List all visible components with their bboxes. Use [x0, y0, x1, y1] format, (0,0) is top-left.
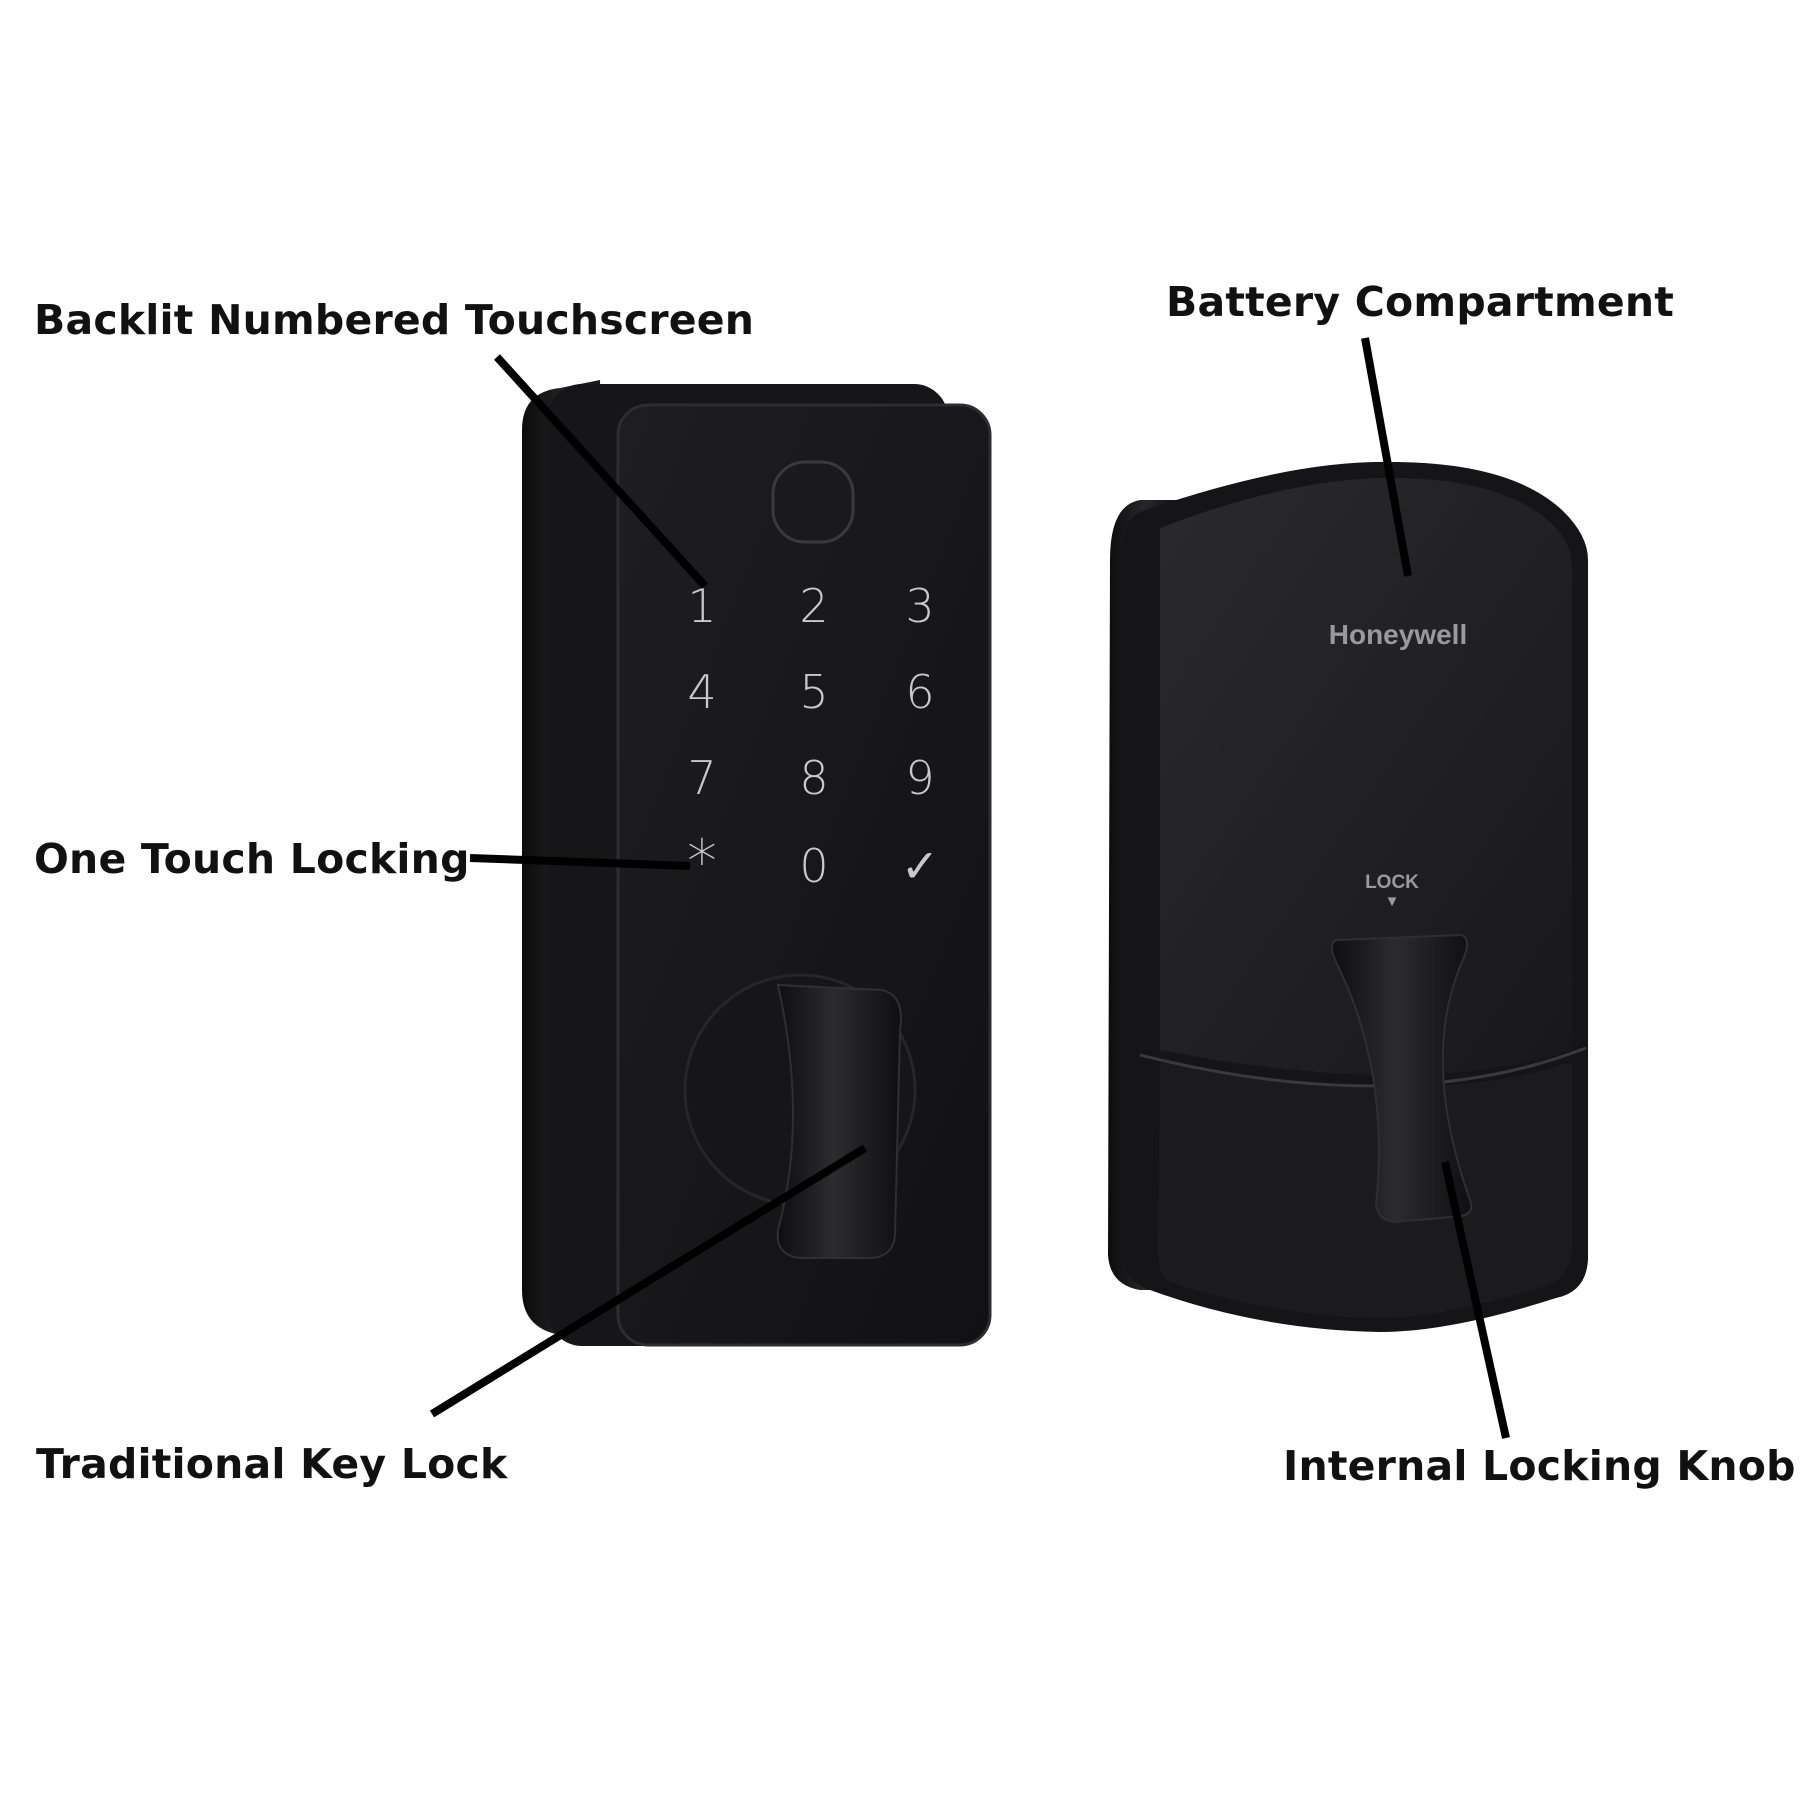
lock-indicator-label: LOCK	[1365, 872, 1419, 893]
label-traditional-key-lock: Traditional Key Lock	[36, 1440, 508, 1488]
internal-locking-knob	[1331, 933, 1473, 1224]
interior-lock: Honeywell LOCK ▼	[1108, 461, 1588, 1333]
label-one-touch-locking: One Touch Locking	[34, 835, 470, 883]
key-lock-thumb-turn	[776, 983, 902, 1259]
keypad-key-7: 8	[799, 751, 828, 805]
leader-lines	[429, 337, 1510, 1439]
keypad-key-8: 9	[905, 751, 934, 805]
lock-indicator-arrow: ▼	[1385, 893, 1400, 910]
keypad-key-10: 0	[799, 839, 828, 893]
label-battery-compartment: Battery Compartment	[1166, 278, 1675, 326]
keypad-key-1: 2	[799, 579, 828, 633]
interior-lower-housing	[1158, 1062, 1572, 1318]
label-internal-locking-knob: Internal Locking Knob	[1283, 1442, 1796, 1490]
leader-touchscreen	[494, 354, 708, 589]
keypad-key-5: 6	[905, 665, 934, 719]
leader-key-lock	[429, 1144, 868, 1418]
keypad-key-4: 5	[799, 665, 828, 719]
keypad-key-9: *	[687, 827, 717, 897]
leader-battery	[1361, 337, 1412, 577]
keypad-key-2: 3	[905, 579, 934, 633]
brand-logo: Honeywell	[1329, 619, 1467, 650]
keypad-key-3: 4	[687, 665, 716, 719]
keypad-key-6: 7	[687, 751, 716, 805]
leader-one-touch	[469, 854, 691, 870]
fingerprint-sensor	[771, 460, 855, 544]
leader-knob	[1441, 1161, 1510, 1439]
battery-compartment-cover	[1160, 478, 1572, 1075]
keypad-key-11: ✓	[901, 839, 940, 893]
label-backlit-numbered-touchscreen: Backlit Numbered Touchscreen	[34, 296, 755, 344]
